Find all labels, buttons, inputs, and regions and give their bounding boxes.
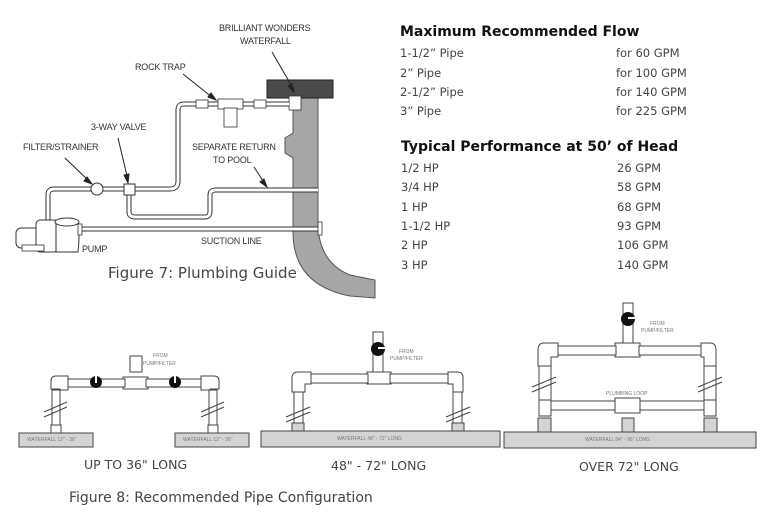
flow-value: for 140 GPM: [616, 85, 687, 99]
hp-value: 2 HP: [401, 238, 428, 252]
pump-filter-label-1: PUMP/FILTER: [143, 361, 176, 367]
flow-value: for 60 GPM: [616, 46, 680, 60]
config3-caption: OVER 72" LONG: [579, 459, 679, 474]
pool-wall: [284, 97, 376, 299]
pump-icon: [15, 217, 83, 253]
gpm-value: 58 GPM: [617, 180, 662, 194]
config-up-to-36: [18, 355, 250, 448]
max-flow-table: Maximum Recommended Flow 1-1/2” Pipe for …: [400, 24, 720, 124]
max-flow-title: Maximum Recommended Flow: [400, 24, 640, 40]
from-label-2: FROM: [399, 349, 414, 355]
label-pump: PUMP: [82, 244, 108, 254]
config1-caption: UP TO 36" LONG: [84, 457, 188, 472]
hp-value: 1-1/2 HP: [401, 219, 451, 233]
waterfall-84-96-label: WATERFALL 84" - 96" LONG: [585, 437, 651, 443]
label-separate-return: SEPARATE RETURN: [192, 142, 276, 152]
hp-value: 3/4 HP: [401, 180, 439, 194]
flow-value: for 225 GPM: [616, 104, 687, 118]
from-label-3: FROM: [650, 321, 665, 327]
label-three-way-valve: 3-WAY VALVE: [91, 122, 147, 132]
label-filter-strainer: FILTER/STRAINER: [23, 142, 99, 152]
hp-value: 3 HP: [401, 258, 428, 272]
waterfall-right-label: WATERFALL 12" - 36": [183, 437, 233, 443]
gpm-value: 106 GPM: [617, 238, 669, 252]
performance-title: Typical Performance at 50’ of Head: [401, 139, 679, 155]
label-waterfall-2: WATERFALL: [240, 36, 291, 46]
pump-filter-label-3: PUMP/FILTER: [641, 328, 674, 334]
waterfall-48-72-label: WATERFALL 48" - 72" LONG: [337, 436, 403, 442]
gpm-value: 68 GPM: [617, 200, 662, 214]
flow-value: for 100 GPM: [616, 66, 687, 80]
config-48-72: [260, 331, 501, 448]
config2-caption: 48" - 72" LONG: [331, 458, 427, 473]
pipe-size: 2-1/2” Pipe: [400, 85, 464, 99]
performance-table: Typical Performance at 50’ of Head 1/2 H…: [401, 139, 721, 279]
figure8-caption: Figure 8: Recommended Pipe Configuration: [69, 490, 373, 506]
pipe-size: 2” Pipe: [400, 66, 442, 80]
hp-value: 1/2 HP: [401, 161, 439, 175]
label-rock-trap: ROCK TRAP: [135, 62, 186, 72]
label-suction-line: SUCTION LINE: [201, 236, 262, 246]
gpm-value: 26 GPM: [617, 161, 662, 175]
label-waterfall: BRILLIANT WONDERS: [219, 23, 311, 33]
hp-value: 1 HP: [401, 200, 428, 214]
plumbing-loop-label: PLUMBING LOOP: [606, 391, 648, 397]
waterfall-left-label: WATERFALL 12" - 36": [27, 437, 77, 443]
pipe-size: 1-1/2” Pipe: [400, 46, 464, 60]
pump-filter-label-2: PUMP/FILTER: [390, 356, 423, 362]
gpm-value: 140 GPM: [617, 258, 669, 272]
from-label-1: FROM: [153, 353, 168, 359]
config-over-72: [503, 302, 757, 449]
filter-strainer: [90, 182, 104, 196]
gpm-value: 93 GPM: [617, 219, 662, 233]
figure7-caption: Figure 7: Plumbing Guide: [108, 264, 297, 282]
three-way-valve: [123, 183, 136, 196]
pipe-size: 3” Pipe: [400, 104, 442, 118]
label-separate-return-2: TO POOL: [213, 155, 252, 165]
